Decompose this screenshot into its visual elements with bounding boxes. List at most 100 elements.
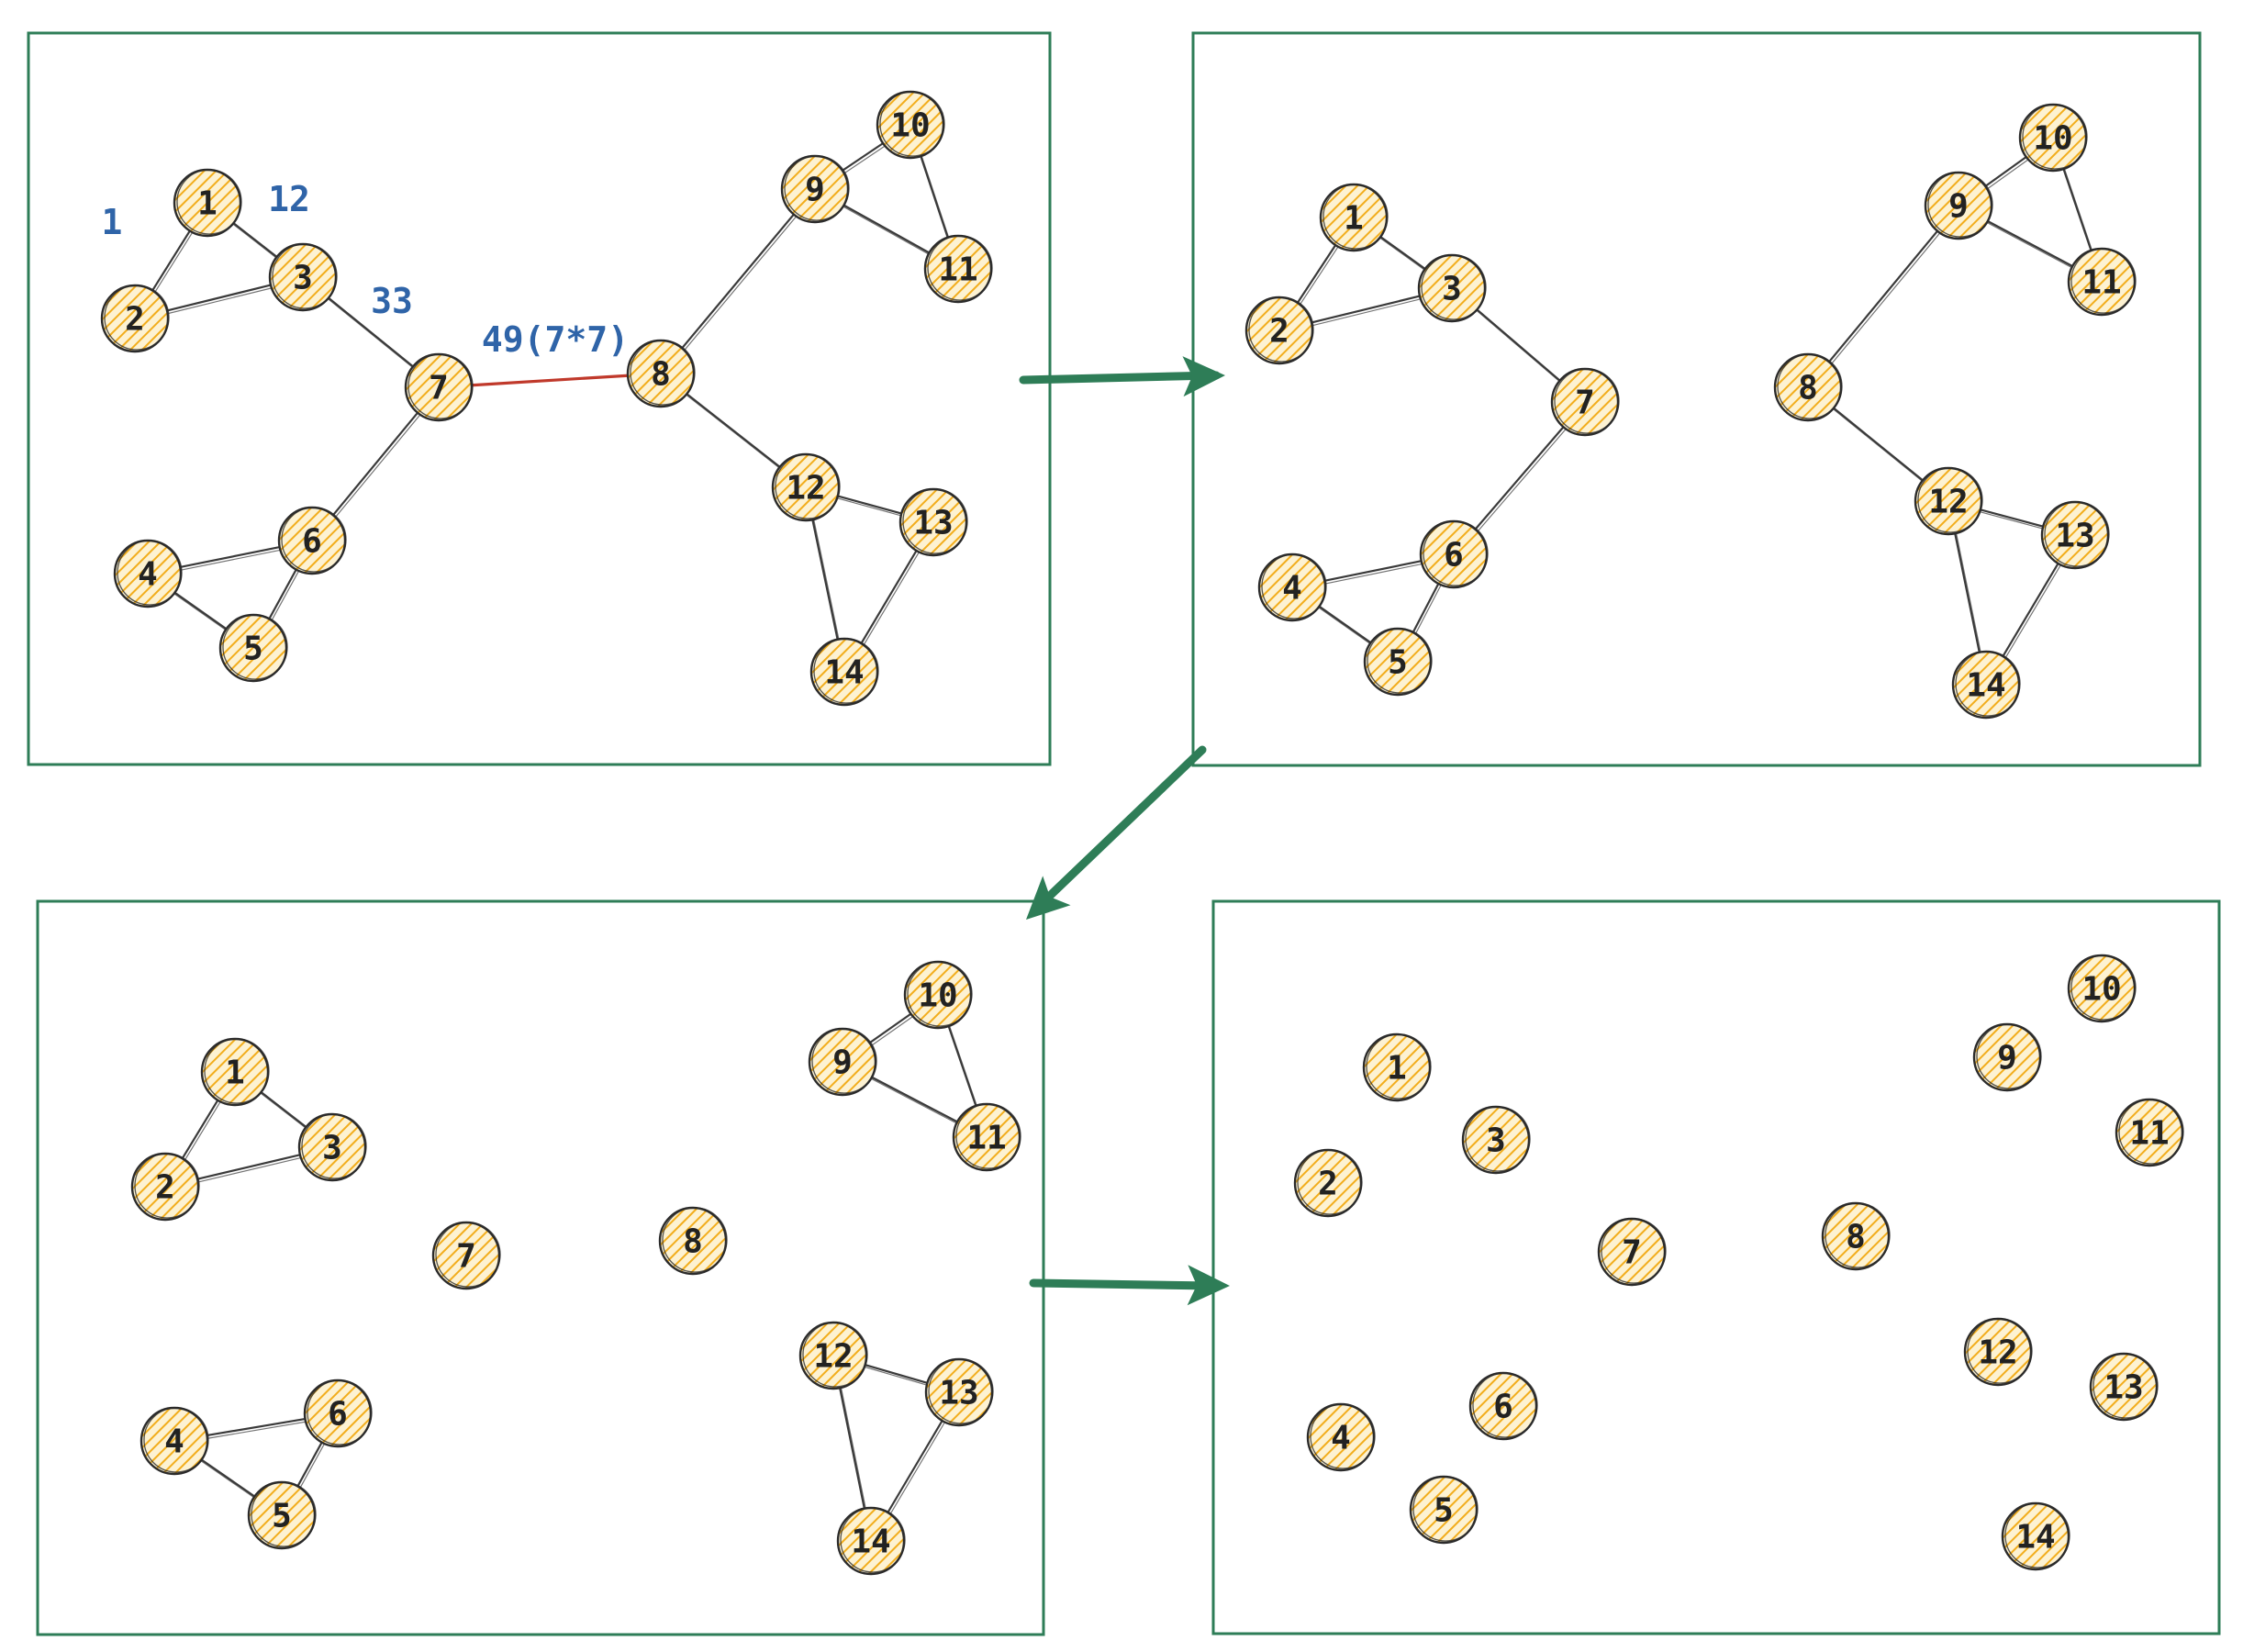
node-circle-sketch [222, 614, 288, 680]
node-circle-sketch [435, 1222, 501, 1288]
node-2-3: 3 [1417, 253, 1487, 323]
node-circle-sketch [281, 507, 347, 573]
node-label: 1 [197, 185, 218, 223]
node-3-8: 8 [658, 1206, 728, 1276]
edge-weight-label: 49(7*7) [482, 319, 629, 360]
node-circle-sketch [134, 1153, 200, 1219]
edge-weight-label: 12 [268, 179, 310, 219]
edge-sketch-1-9-10 [842, 144, 887, 175]
node-circle-sketch [879, 91, 945, 157]
edge-weight-label: 1 [102, 202, 123, 242]
node-label: 11 [2081, 264, 2121, 302]
node-4-10: 10 [2067, 954, 2137, 1023]
node-4-5: 5 [1409, 1475, 1479, 1545]
edge-sketch-3-9-11 [871, 1078, 962, 1126]
edge-2-4-6 [1322, 559, 1424, 583]
node-circle-sketch [1554, 368, 1620, 434]
edge-1-8-9 [679, 211, 797, 352]
node-circle-sketch [1927, 172, 1993, 238]
edge-sketch-2-12-14 [1956, 533, 1982, 658]
edge-2-12-13 [1977, 508, 2047, 529]
node-circle-sketch [1955, 651, 2021, 717]
node-3-13: 13 [924, 1357, 994, 1427]
edge-sketch-3-4-6 [206, 1421, 310, 1439]
node-2-10: 10 [2018, 103, 2088, 173]
edge-sketch-2-1-2 [1298, 245, 1339, 308]
node-circle-sketch [1465, 1106, 1531, 1172]
node-circle-sketch [272, 243, 338, 309]
node-1-3: 3 [268, 242, 338, 312]
edge-sketch-1-3-7 [328, 298, 418, 372]
edge-1-1-2 [150, 228, 193, 294]
edge-1-12-13 [834, 494, 905, 516]
node-1-4: 4 [113, 539, 183, 608]
edge-sketch-2-13-14 [2003, 564, 2062, 662]
node-label: 7 [1622, 1234, 1642, 1272]
node-label: 10 [918, 977, 957, 1015]
node-label: 14 [1966, 667, 2005, 705]
node-1-11: 11 [923, 234, 993, 304]
highlight-edge-1-7-8 [470, 374, 630, 387]
node-label: 4 [1331, 1420, 1351, 1457]
edge-sketch-2-5-6 [1413, 584, 1442, 638]
node-circle-sketch [2004, 1502, 2070, 1568]
node-3-7: 7 [431, 1221, 501, 1290]
node-circle-sketch [955, 1103, 1021, 1169]
node-label: 5 [272, 1498, 292, 1535]
node-label: 3 [322, 1130, 342, 1167]
node-circle-sketch [176, 169, 242, 235]
node-3-12: 12 [798, 1321, 868, 1390]
node-label: 13 [913, 505, 953, 542]
node-4-12: 12 [1963, 1317, 2033, 1387]
edge-1-5-6 [267, 566, 298, 622]
edge-2-10-11 [2061, 166, 2093, 253]
edge-sketch-2-3-7 [1477, 310, 1564, 385]
edge-3-10-11 [946, 1023, 978, 1109]
edge-3-12-13 [862, 1363, 931, 1385]
node-4-14: 14 [2001, 1501, 2070, 1571]
node-2-4: 4 [1257, 553, 1327, 622]
node-4-7: 7 [1597, 1217, 1667, 1287]
edge-1-9-11 [841, 203, 932, 255]
node-2-5: 5 [1363, 627, 1433, 697]
edge-sketch-2-8-9 [1829, 231, 1941, 367]
node-label: 2 [155, 1169, 175, 1207]
edge-sketch-3-12-14 [841, 1388, 867, 1514]
node-4-3: 3 [1461, 1105, 1531, 1175]
edge-sketch-1-4-5 [174, 593, 230, 634]
node-label: 2 [1269, 313, 1289, 351]
node-label: 11 [966, 1120, 1006, 1157]
edge-1-13-14 [859, 548, 919, 646]
edge-3-1-3 [258, 1089, 309, 1130]
node-circle-sketch [1248, 296, 1314, 363]
edge-sketch-3-1-3 [261, 1093, 310, 1132]
edge-sketch-1-12-13 [837, 497, 906, 518]
node-circle-sketch [2092, 1353, 2159, 1419]
node-circle-sketch [630, 340, 696, 406]
edge-3-5-6 [296, 1439, 324, 1490]
edge-2-2-3 [1308, 294, 1423, 325]
edge-2-5-6 [1411, 581, 1441, 635]
node-label: 14 [824, 654, 864, 692]
node-label: 13 [2104, 1369, 2143, 1407]
node-circle-sketch [902, 488, 968, 554]
node-circle-sketch [1601, 1218, 1667, 1284]
node-circle-sketch [407, 353, 474, 419]
node-circle-sketch [1917, 467, 1983, 533]
edge-3-13-14 [886, 1418, 944, 1515]
edge-2-9-11 [1984, 218, 2076, 269]
node-1-6: 6 [277, 506, 347, 575]
node-2-14: 14 [1951, 650, 2021, 720]
node-circle-sketch [1310, 1403, 1376, 1469]
edge-sketch-2-4-6 [1323, 563, 1426, 585]
panel-frames [27, 31, 2221, 1636]
edge-sketch-3-12-13 [865, 1366, 932, 1388]
node-circle-sketch [662, 1207, 728, 1273]
node-label: 2 [1318, 1166, 1338, 1203]
node-circle-sketch [1976, 1023, 2042, 1089]
node-label: 10 [2033, 120, 2072, 158]
graph-edges [150, 140, 2094, 1518]
node-2-12: 12 [1914, 466, 1983, 536]
